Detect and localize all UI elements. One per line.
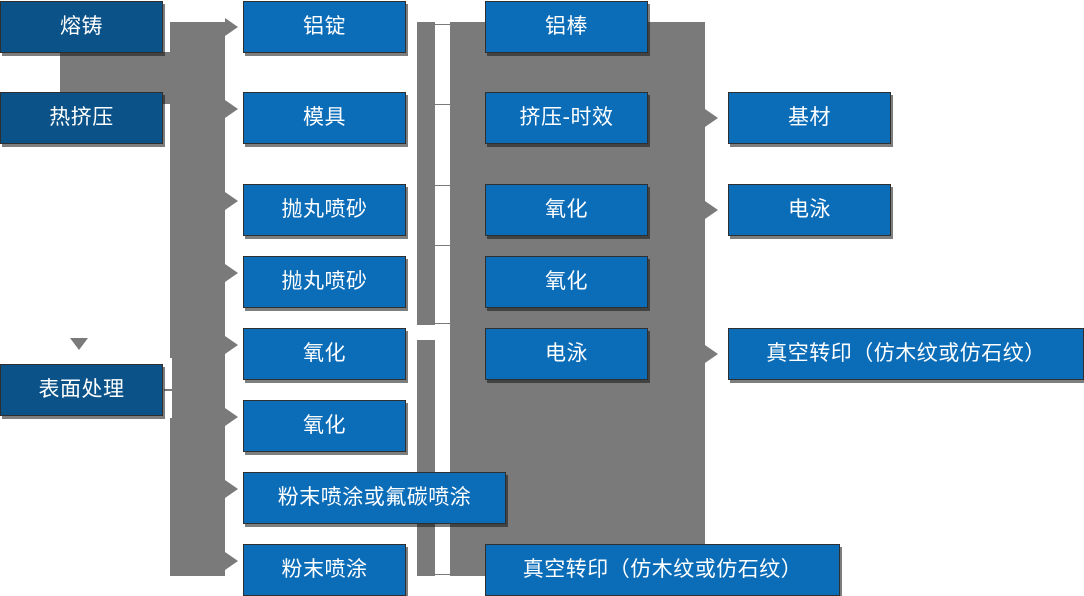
- tie-line-2: [435, 104, 455, 105]
- process-powder-or-fluorocarbon-spray[interactable]: 粉末喷涂或氟碳喷涂: [243, 472, 506, 524]
- arrow-to-b1: [225, 18, 238, 36]
- tie-line-3: [435, 185, 455, 186]
- stage-hot-extrusion-label: 热挤压: [49, 105, 114, 130]
- process-oxidation-c1-label: 氧化: [545, 197, 588, 222]
- arrow-to-b6: [225, 408, 238, 426]
- arrow-to-d1: [705, 109, 718, 127]
- process-aluminium-ingot-label: 铝锭: [303, 14, 346, 39]
- arrow-to-b2: [225, 100, 238, 118]
- process-shot-blast-2[interactable]: 抛丸喷砂: [243, 256, 406, 308]
- arrow-to-b4: [225, 264, 238, 282]
- process-powder-or-fluorocarbon-spray-label: 粉末喷涂或氟碳喷涂: [277, 485, 472, 510]
- process-aluminium-bar-label: 铝棒: [545, 14, 588, 39]
- arrow-to-b5: [225, 336, 238, 354]
- middle-narrow-bar-lower: [417, 340, 435, 576]
- melt-to-extrusion-arrow: [70, 70, 88, 82]
- junction-slit-4: [435, 246, 450, 322]
- result-vacuum-transfer-print-label: 真空转印（仿木纹或仿石纹）: [766, 341, 1046, 366]
- extrusion-to-surface-arrow: [70, 338, 88, 350]
- stage-melt-cast[interactable]: 熔铸: [0, 1, 163, 53]
- process-aluminium-bar[interactable]: 铝棒: [485, 1, 648, 53]
- result-base-material-label: 基材: [788, 105, 831, 130]
- junction-slit-2: [435, 105, 450, 184]
- tie-line-6: [435, 574, 455, 575]
- tie-line-1: [435, 24, 455, 25]
- process-vacuum-transfer-print-c[interactable]: 真空转印（仿木纹或仿石纹）: [485, 544, 840, 596]
- process-oxidation-b2-label: 氧化: [303, 413, 346, 438]
- process-extrusion-aging[interactable]: 挤压-时效: [485, 92, 648, 144]
- result-electrophoresis[interactable]: 电泳: [728, 184, 891, 236]
- process-oxidation-c2-label: 氧化: [545, 269, 588, 294]
- arrow-to-b8: [225, 552, 238, 570]
- process-shot-blast-2-label: 抛丸喷砂: [281, 269, 368, 294]
- surface-treat-connector-line: [164, 389, 184, 391]
- tie-line-5: [435, 323, 455, 324]
- process-extrusion-aging-label: 挤压-时效: [519, 105, 614, 130]
- junction-slit-5: [435, 324, 450, 573]
- process-shot-blast-1-label: 抛丸喷砂: [281, 197, 368, 222]
- arrow-to-b7: [225, 480, 238, 498]
- process-oxidation-b1-label: 氧化: [303, 341, 346, 366]
- process-oxidation-b1[interactable]: 氧化: [243, 328, 406, 380]
- process-aluminium-ingot[interactable]: 铝锭: [243, 1, 406, 53]
- process-electrophoresis-c[interactable]: 电泳: [485, 328, 648, 380]
- arrow-to-b3: [225, 192, 238, 210]
- stage-surface-treatment[interactable]: 表面处理: [0, 364, 163, 416]
- junction-slit-upper: [435, 25, 450, 103]
- junction-slit-3: [435, 186, 450, 244]
- process-electrophoresis-c-label: 电泳: [545, 341, 588, 366]
- tie-line-4: [435, 245, 455, 246]
- result-vacuum-transfer-print[interactable]: 真空转印（仿木纹或仿石纹）: [728, 328, 1084, 380]
- process-oxidation-c1[interactable]: 氧化: [485, 184, 648, 236]
- process-mould-label: 模具: [303, 105, 346, 130]
- middle-narrow-bar-upper: [417, 22, 435, 325]
- result-electrophoresis-label: 电泳: [788, 197, 831, 222]
- process-shot-blast-1[interactable]: 抛丸喷砂: [243, 184, 406, 236]
- stage-surface-treatment-label: 表面处理: [38, 377, 125, 402]
- process-oxidation-b2[interactable]: 氧化: [243, 400, 406, 452]
- process-vacuum-transfer-print-c-label: 真空转印（仿木纹或仿石纹）: [522, 557, 803, 582]
- left-spine-bar: [170, 22, 225, 576]
- arrow-to-d3: [705, 345, 718, 363]
- process-powder-spray-label: 粉末喷涂: [281, 557, 368, 582]
- stage-melt-cast-label: 熔铸: [60, 14, 103, 39]
- process-oxidation-c2[interactable]: 氧化: [485, 256, 648, 308]
- arrow-to-d2: [705, 201, 718, 219]
- stage-hot-extrusion[interactable]: 热挤压: [0, 92, 163, 144]
- result-base-material[interactable]: 基材: [728, 92, 891, 144]
- process-powder-spray[interactable]: 粉末喷涂: [243, 544, 406, 596]
- process-mould[interactable]: 模具: [243, 92, 406, 144]
